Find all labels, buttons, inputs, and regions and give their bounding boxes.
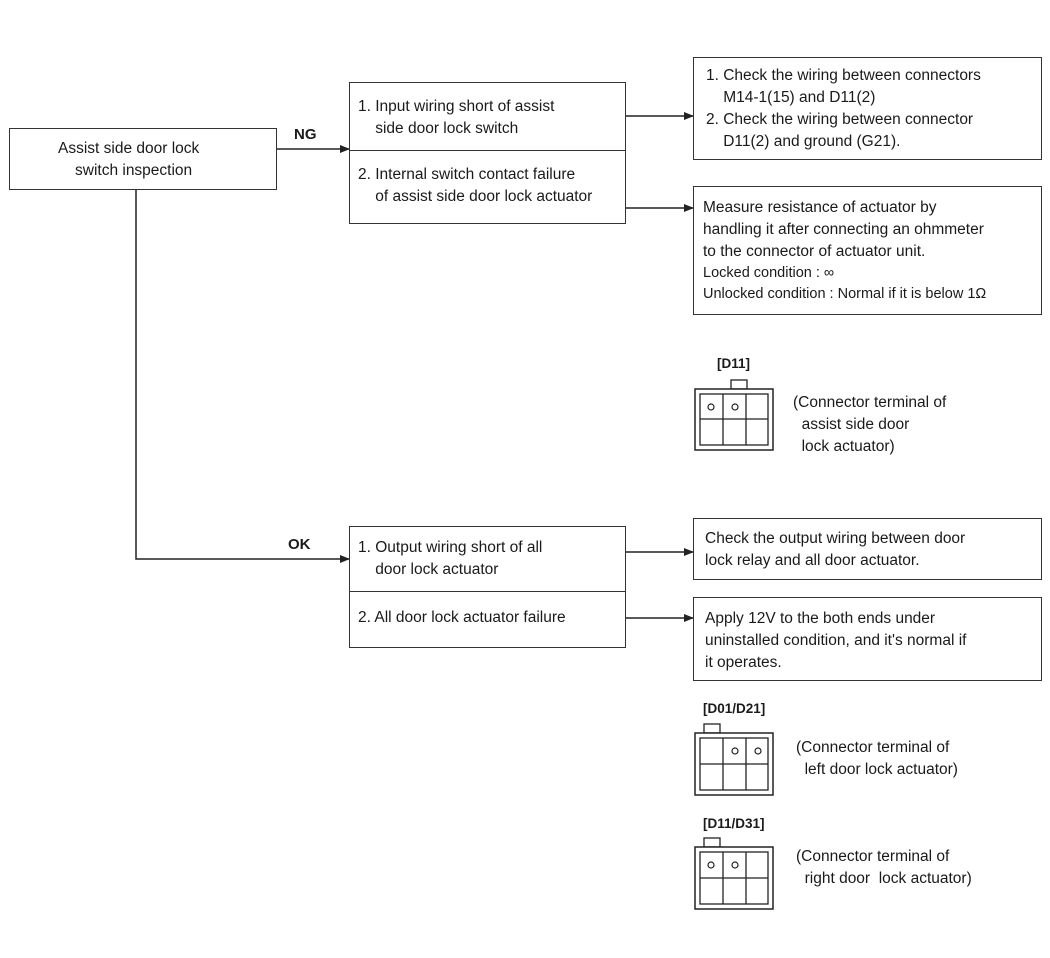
connector-d11-d31-caption-1: (Connector terminal of	[796, 848, 950, 865]
ok-causes-divider	[349, 591, 626, 592]
ok-connector-line	[135, 190, 350, 563]
connector-d11-d31-diagram	[694, 837, 774, 910]
connector-d11-d31-caption-2: right door lock actuator)	[796, 870, 972, 887]
connector-d01-d21-label: [D01/D21]	[703, 701, 766, 716]
connector-d01-d21-pin-3	[754, 747, 762, 755]
connector-d11-d31-pin-1	[707, 861, 715, 869]
connector-d11-d31-pin-2	[731, 861, 739, 869]
ng-action-1-line-3: 2. Check the wiring between connector	[706, 111, 974, 128]
ok-label: OK	[288, 536, 311, 553]
connector-d11-caption-3: lock actuator)	[793, 438, 895, 455]
ng-action-1-line-2: M14-1(15) and D11(2)	[706, 89, 876, 106]
connector-d11-label: [D11]	[717, 356, 751, 371]
ng-action-2-box	[693, 186, 1042, 315]
ok-cause-1-line-2: door lock actuator	[358, 561, 499, 578]
connector-d01-d21-caption-1: (Connector terminal of	[796, 739, 950, 756]
ok-action-2-box	[693, 597, 1042, 681]
start-inspection-box	[9, 128, 277, 190]
ng-cause-2-line-2: of assist side door lock actuator	[358, 188, 593, 205]
ok-action-2-line-3: it operates.	[705, 654, 782, 671]
ok-cause-2-line-1: 2. All door lock actuator failure	[358, 609, 566, 626]
ng-action-2-line-1: Measure resistance of actuator by	[703, 199, 937, 216]
ng-action-2-line-5: Unlocked condition : Normal if it is bel…	[703, 286, 987, 302]
ng-action-1-line-4: D11(2) and ground (G21).	[706, 133, 901, 150]
ng-action-2-line-3: to the connector of actuator unit.	[703, 243, 926, 260]
connector-d11-caption-1: (Connector terminal of	[793, 394, 947, 411]
connector-d11-d31-label: [D11/D31]	[703, 816, 765, 831]
connector-d01-d21-pin-2	[731, 747, 739, 755]
ng-cause-1-line-1: 1. Input wiring short of assist	[358, 98, 555, 115]
ng-action-1-box	[693, 57, 1042, 160]
connector-d11-caption-2: assist side door	[793, 416, 910, 433]
ok-action-1-line-2: lock relay and all door actuator.	[705, 552, 920, 569]
connector-d11-pin-2	[731, 403, 739, 411]
connector-d11-diagram	[694, 379, 774, 451]
ng-cause-2-line-1: 2. Internal switch contact failure	[358, 166, 576, 183]
start-line-1: Assist side door lock	[58, 140, 200, 157]
ok-action-2-line-2: uninstalled condition, and it's normal i…	[705, 632, 967, 649]
ng-label: NG	[294, 126, 317, 143]
connector-d01-d21-diagram	[694, 723, 774, 796]
ok-causes-box	[349, 526, 626, 648]
ng-action-2-line-4: Locked condition : ∞	[703, 265, 835, 281]
ok-cause-1-line-1: 1. Output wiring short of all	[358, 539, 543, 556]
ok-action-1-line-1: Check the output wiring between door	[705, 530, 966, 547]
ng-cause-1-line-2: side door lock switch	[358, 120, 519, 137]
ng-action-2-line-2: handling it after connecting an ohmmeter	[703, 221, 984, 238]
ok-action-2-line-1: Apply 12V to the both ends under	[705, 610, 936, 627]
ng-causes-box	[349, 82, 626, 224]
ng-action-1-line-1: 1. Check the wiring between connectors	[706, 67, 981, 84]
start-line-2: switch inspection	[75, 162, 193, 179]
ok-action-1-box	[693, 518, 1042, 580]
connector-d11-pin-1	[707, 403, 715, 411]
connector-d01-d21-caption-2: left door lock actuator)	[796, 761, 958, 778]
ng-causes-divider	[349, 150, 626, 151]
